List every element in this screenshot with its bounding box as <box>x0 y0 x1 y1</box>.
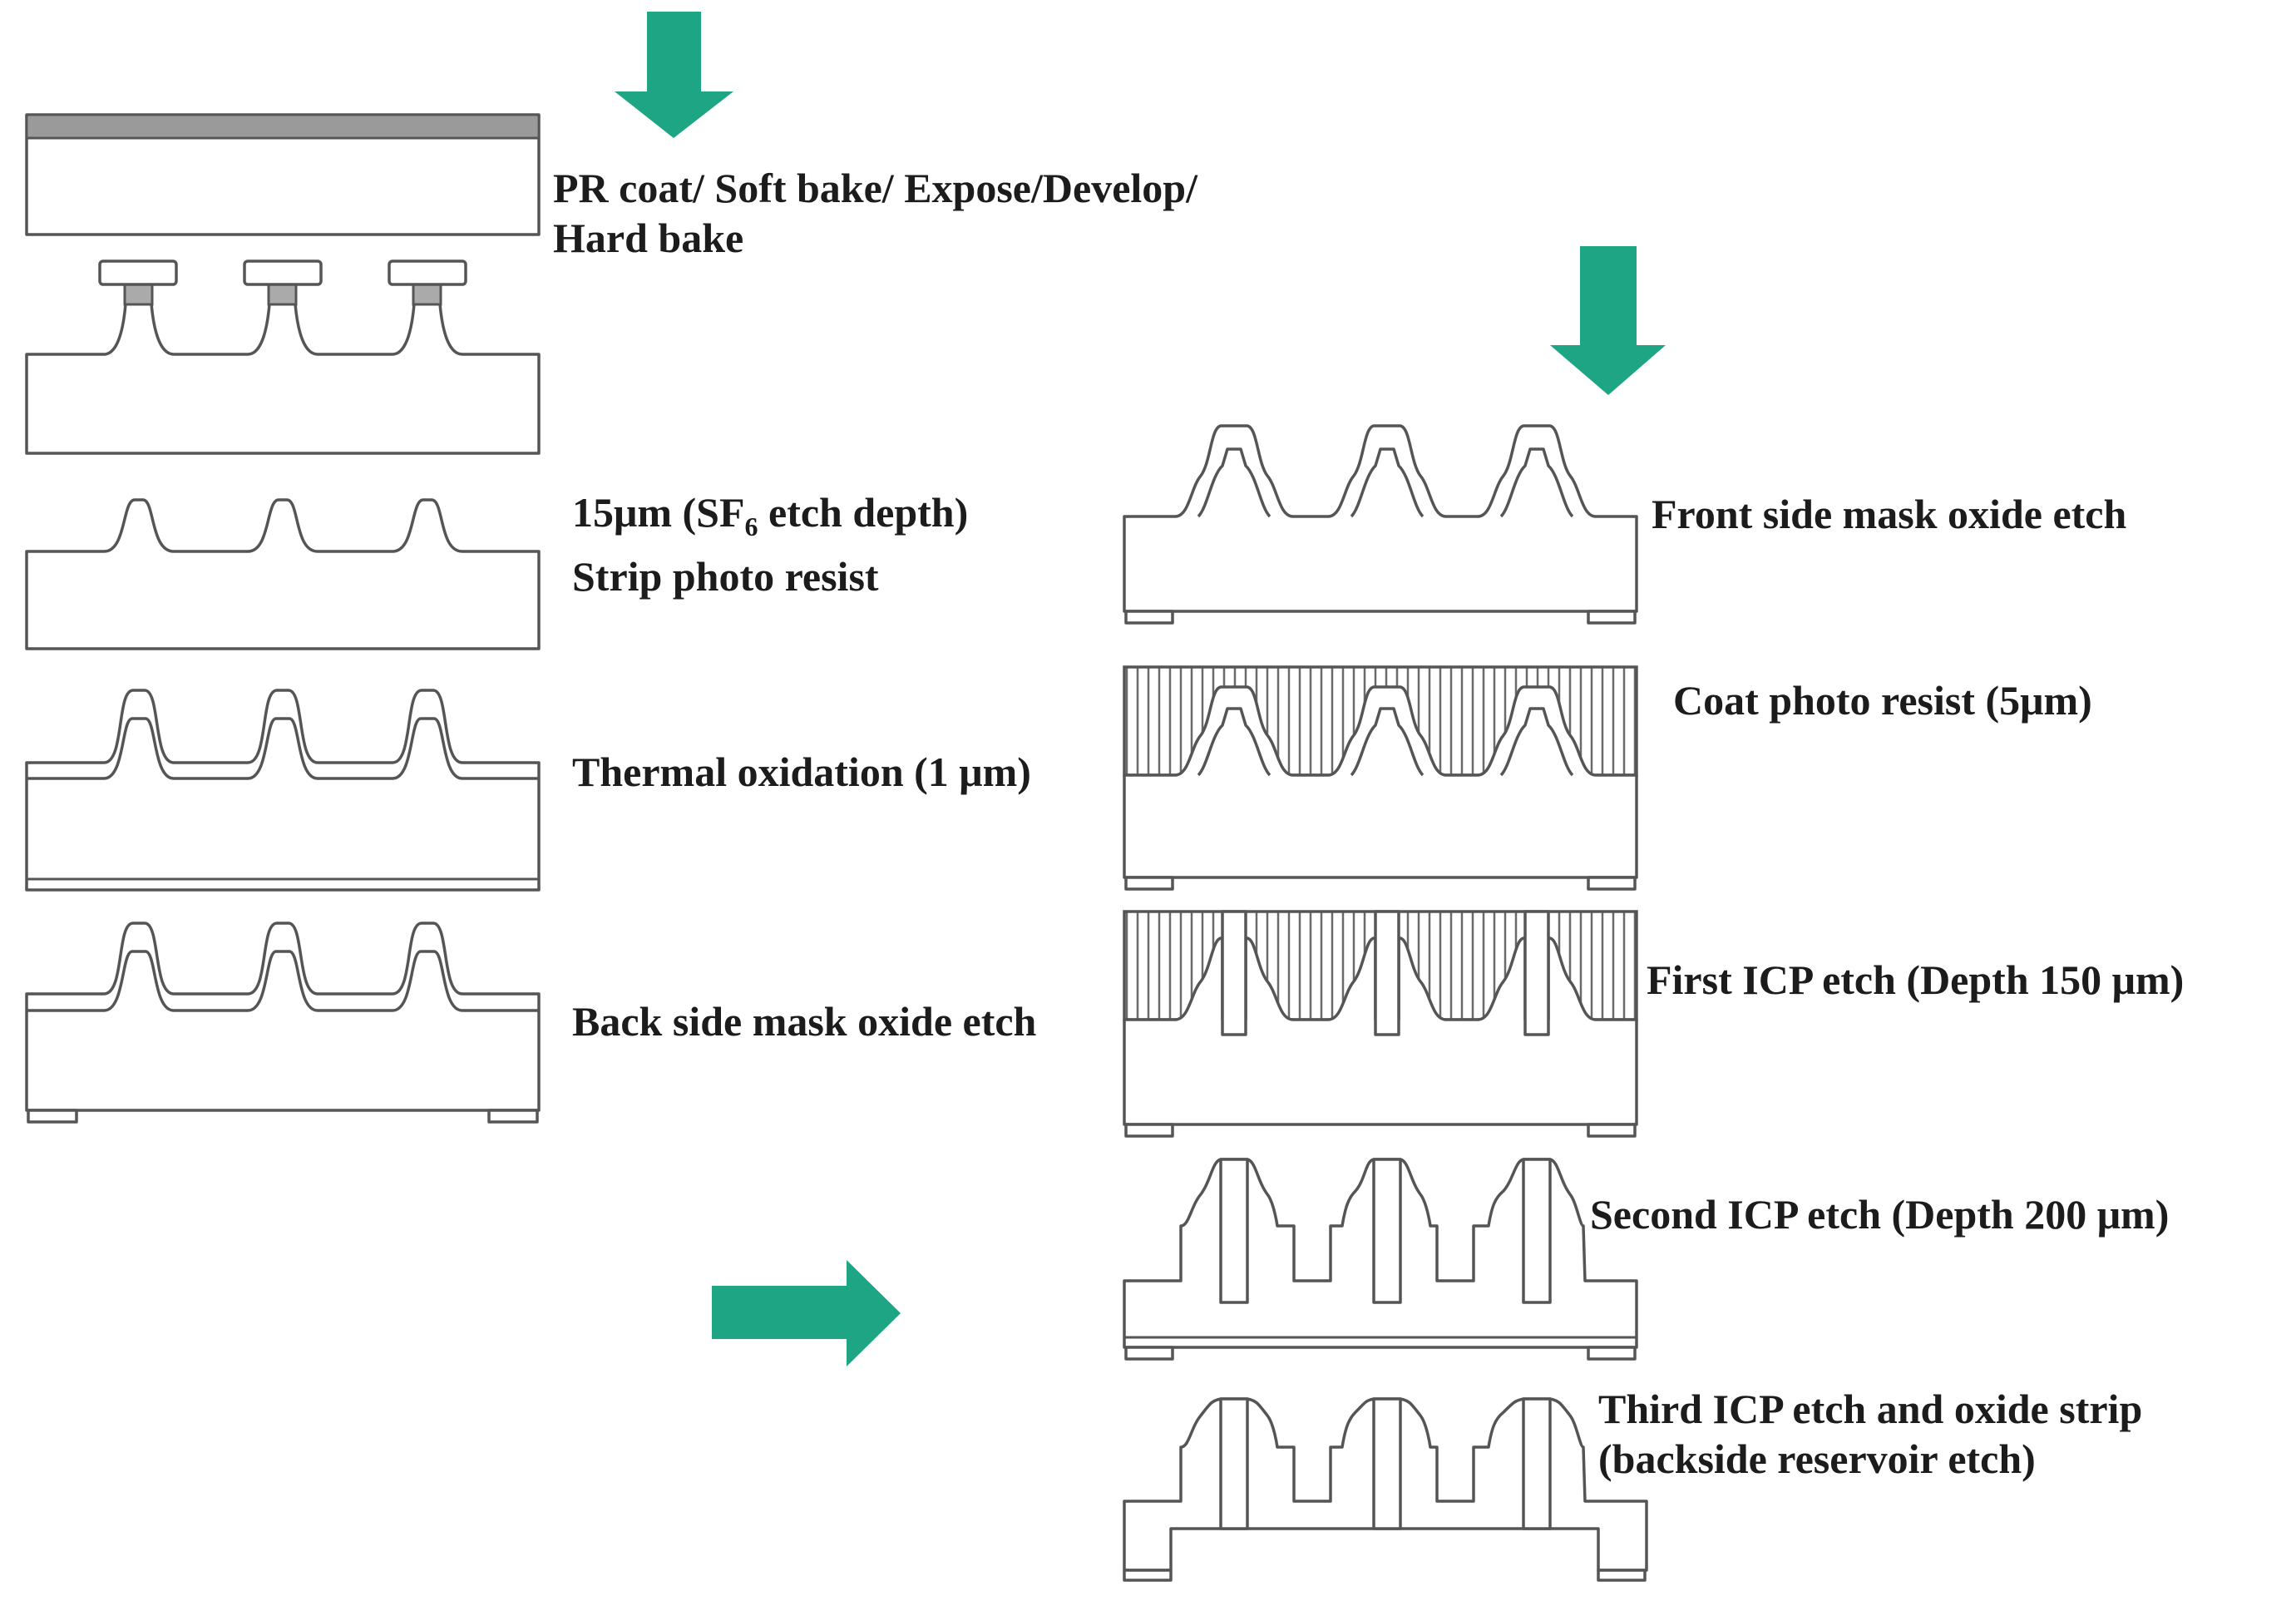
label-pr-coat-line1: PR coat/ Soft bake/ Expose/Develop/ <box>553 165 1197 211</box>
label-sf6-subscript: 6 <box>744 511 758 541</box>
wafer-back-side-etch <box>25 922 541 1124</box>
label-sf6-etch-pre: 15μm (SF <box>572 489 745 536</box>
label-sf6-etch: 15μm (SF6 etch depth) Strip photo resist <box>572 487 968 601</box>
label-second-icp: Second ICP etch (Depth 200 μm) <box>1590 1191 2170 1238</box>
wafer-pr-coat <box>25 113 541 236</box>
label-back-side-etch: Back side mask oxide etch <box>572 998 1037 1045</box>
wafer-first-icp-etch <box>1123 910 1638 1138</box>
label-third-icp-line1: Third ICP etch and oxide strip <box>1598 1386 2143 1432</box>
label-sf6-etch-line2: Strip photo resist <box>572 553 879 600</box>
label-third-icp: Third ICP etch and oxide strip (backside… <box>1598 1384 2142 1484</box>
label-sf6-etch-line1: 15μm (SF6 etch depth) <box>572 487 968 551</box>
label-front-side-etch: Front side mask oxide etch <box>1652 491 2127 537</box>
label-thermal-oxidation: Thermal oxidation (1 μm) <box>572 749 1031 795</box>
wafer-thermal-oxidation <box>25 689 541 892</box>
label-pr-coat-line2: Hard bake <box>553 215 744 261</box>
label-first-icp: First ICP etch (Depth 150 μm) <box>1647 956 2185 1003</box>
down-arrow-icon <box>615 12 733 138</box>
label-third-icp-line2: (backside reservoir etch) <box>1598 1435 2036 1482</box>
label-sf6-etch-post: etch depth) <box>758 489 969 536</box>
label-pr-coat: PR coat/ Soft bake/ Expose/Develop/ Hard… <box>553 163 1197 263</box>
wafer-pr-patterned-etch <box>25 259 541 455</box>
right-arrow-icon <box>712 1260 901 1366</box>
wafer-third-icp-etch <box>1123 1397 1648 1582</box>
wafer-strip-pr <box>25 498 541 650</box>
wafer-coat-photo-resist <box>1123 665 1638 891</box>
down-arrow-icon-right <box>1550 246 1666 395</box>
label-coat-photo-resist: Coat photo resist (5μm) <box>1673 677 2092 724</box>
wafer-second-icp-etch <box>1123 1158 1638 1361</box>
wafer-front-side-etch <box>1123 424 1638 625</box>
